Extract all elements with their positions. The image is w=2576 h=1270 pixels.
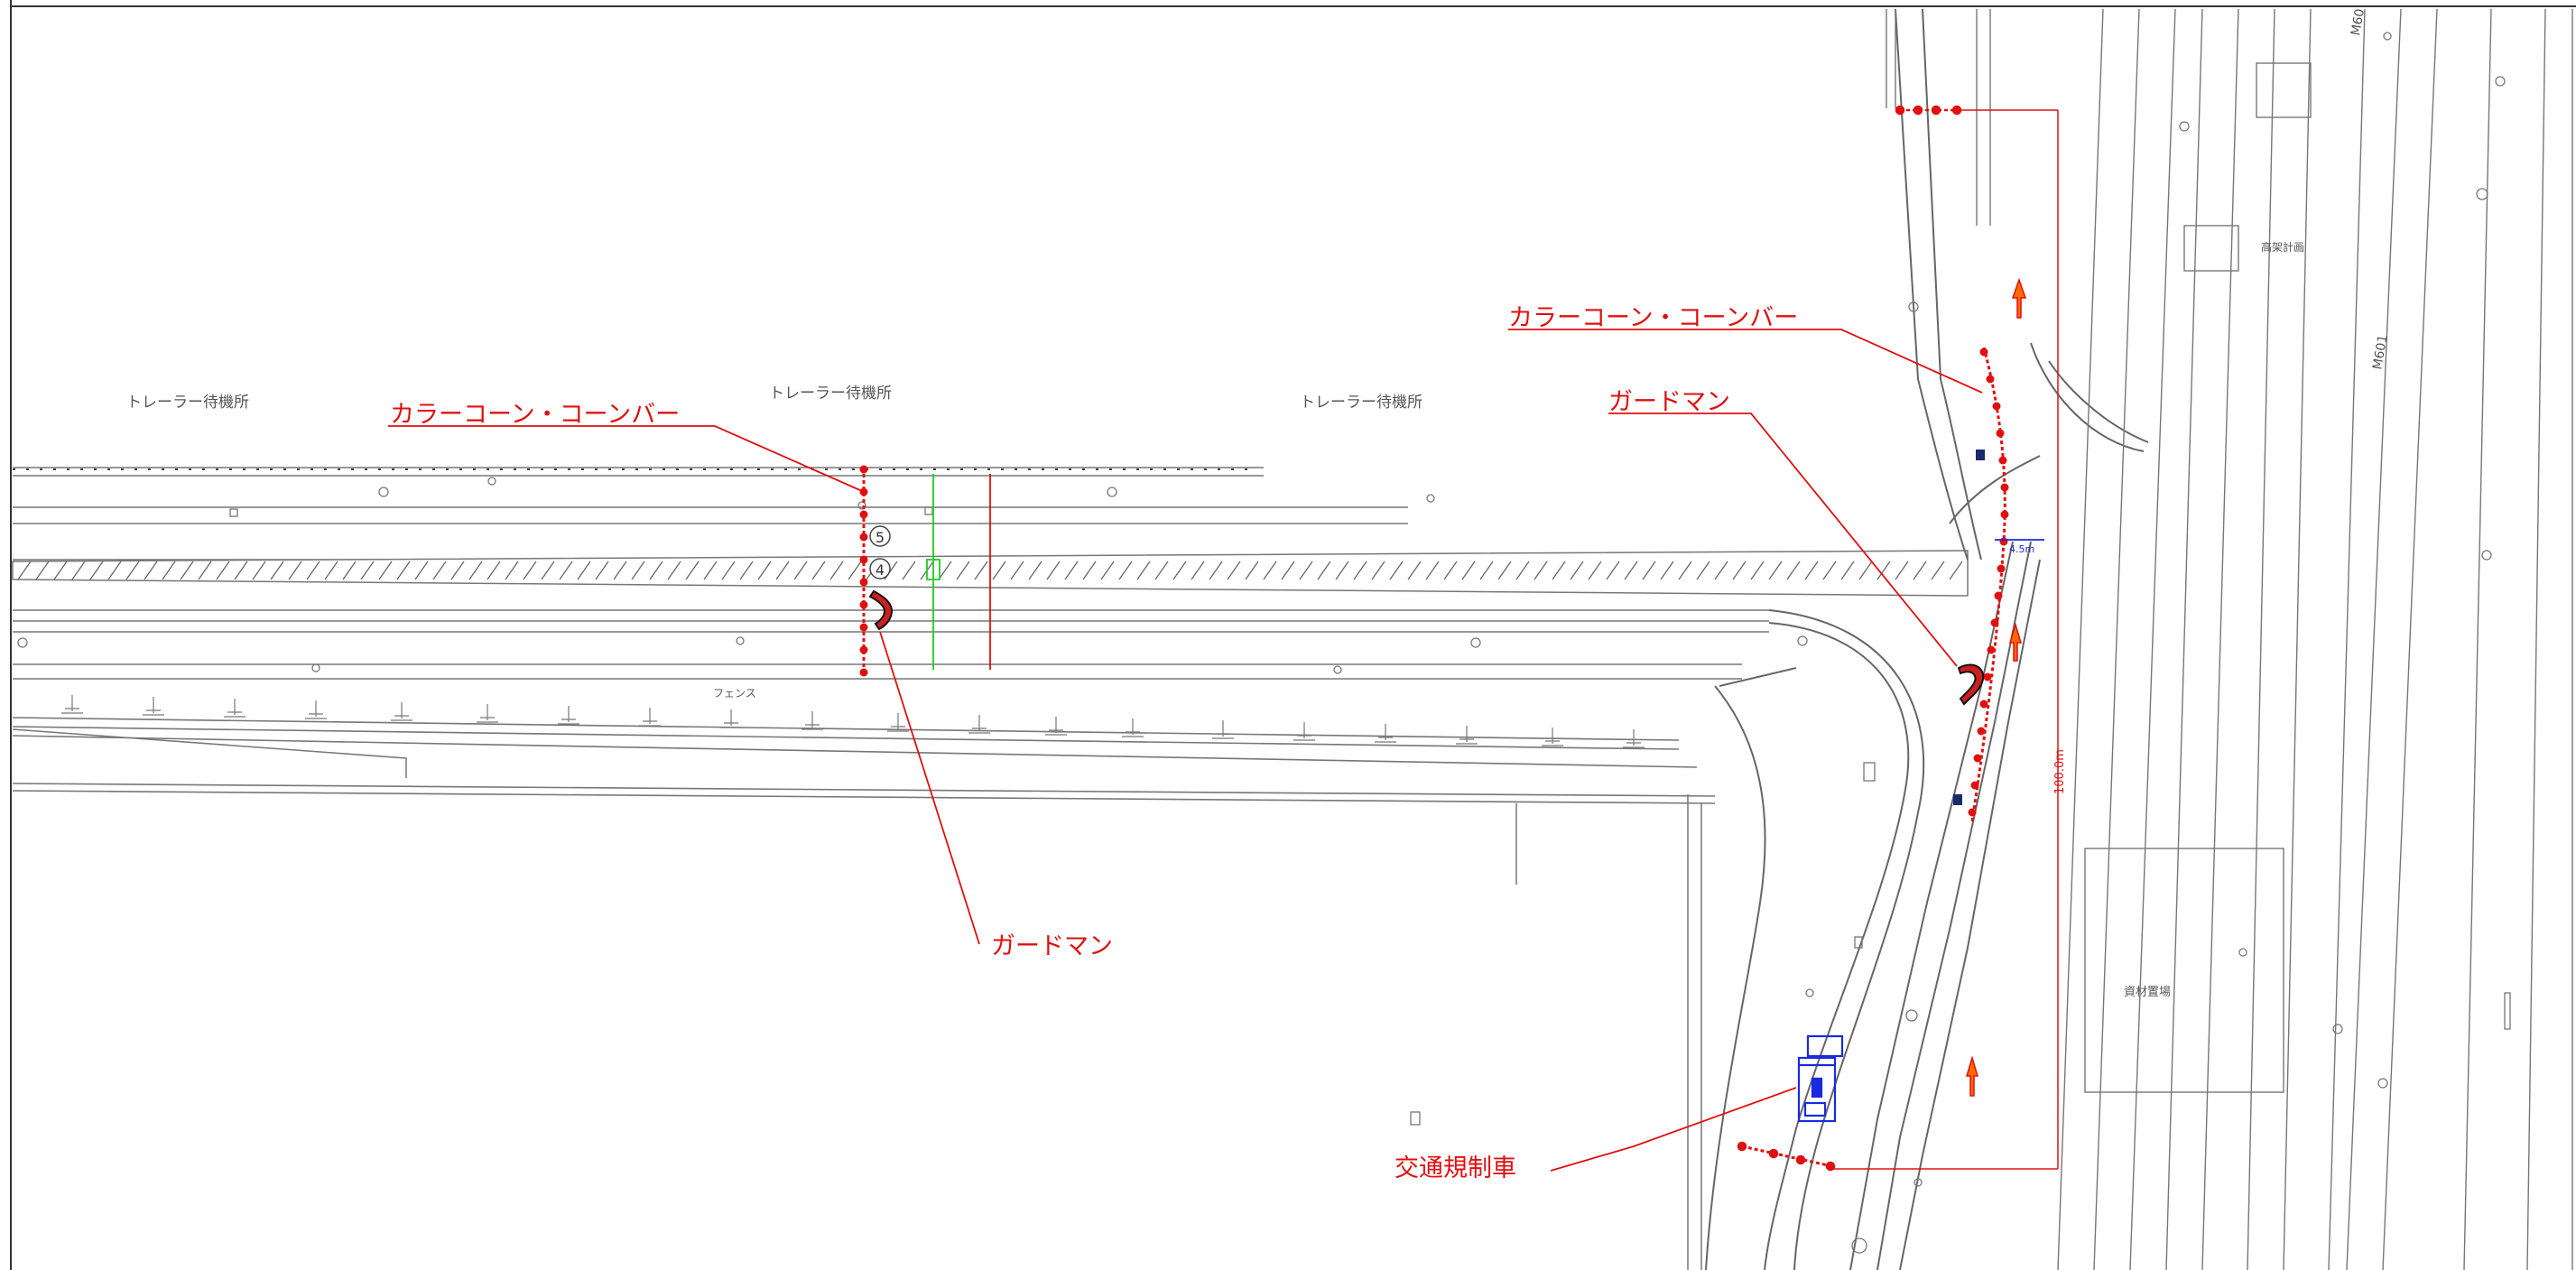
dimension-lines xyxy=(926,474,991,670)
waiting-area-label: トレーラー待機所 xyxy=(769,385,892,403)
waiting-area-label: トレーラー待機所 xyxy=(1300,394,1422,412)
cone-barrier-right xyxy=(1968,347,2009,822)
slope-marks xyxy=(61,695,1645,748)
guard-callout-right: ガードマン xyxy=(1608,388,1730,416)
cone-callout-right: カラーコーン・コーンバー xyxy=(1508,304,1798,332)
vehicle-callout: 交通規制車 xyxy=(1395,1154,1516,1182)
map-symbols xyxy=(17,32,2511,1254)
distance-label: 100.0m xyxy=(2053,749,2067,794)
marker-squares xyxy=(1953,450,1985,805)
callout-leaders xyxy=(388,329,1983,1172)
guard-figure-right xyxy=(1957,663,1985,706)
m601-label: M601 xyxy=(2370,334,2390,371)
width-label: 4.5m xyxy=(2009,543,2034,555)
circle-5-label: 5 xyxy=(876,529,885,546)
waiting-area-label: トレーラー待機所 xyxy=(126,394,249,412)
cone-callout-left: カラーコーン・コーンバー xyxy=(390,401,680,429)
material-area-label: 資材置場 xyxy=(2124,986,2171,999)
circle-4-label: 4 xyxy=(876,561,885,579)
cone-barrier-left xyxy=(859,465,868,677)
lower-boundaries xyxy=(12,728,1702,1270)
direction-arrows xyxy=(1965,277,2027,1097)
plan-label: 高架計画 xyxy=(2261,240,2304,254)
horizontal-road xyxy=(12,467,1968,804)
guard-callout-left: ガードマン xyxy=(991,932,1113,960)
ramp-curves xyxy=(1705,8,2149,1270)
guard-figure-left xyxy=(868,589,894,631)
traffic-control-vehicle xyxy=(1797,1034,1844,1123)
circled-numbers: 5 4 xyxy=(869,525,891,579)
m60-label: M60 xyxy=(2349,7,2368,36)
fence-label: フェンス xyxy=(713,687,756,700)
top-red-line xyxy=(1737,105,2059,1172)
drawing-frame xyxy=(10,0,2576,1270)
right-parallel-lines xyxy=(1886,8,2573,1270)
